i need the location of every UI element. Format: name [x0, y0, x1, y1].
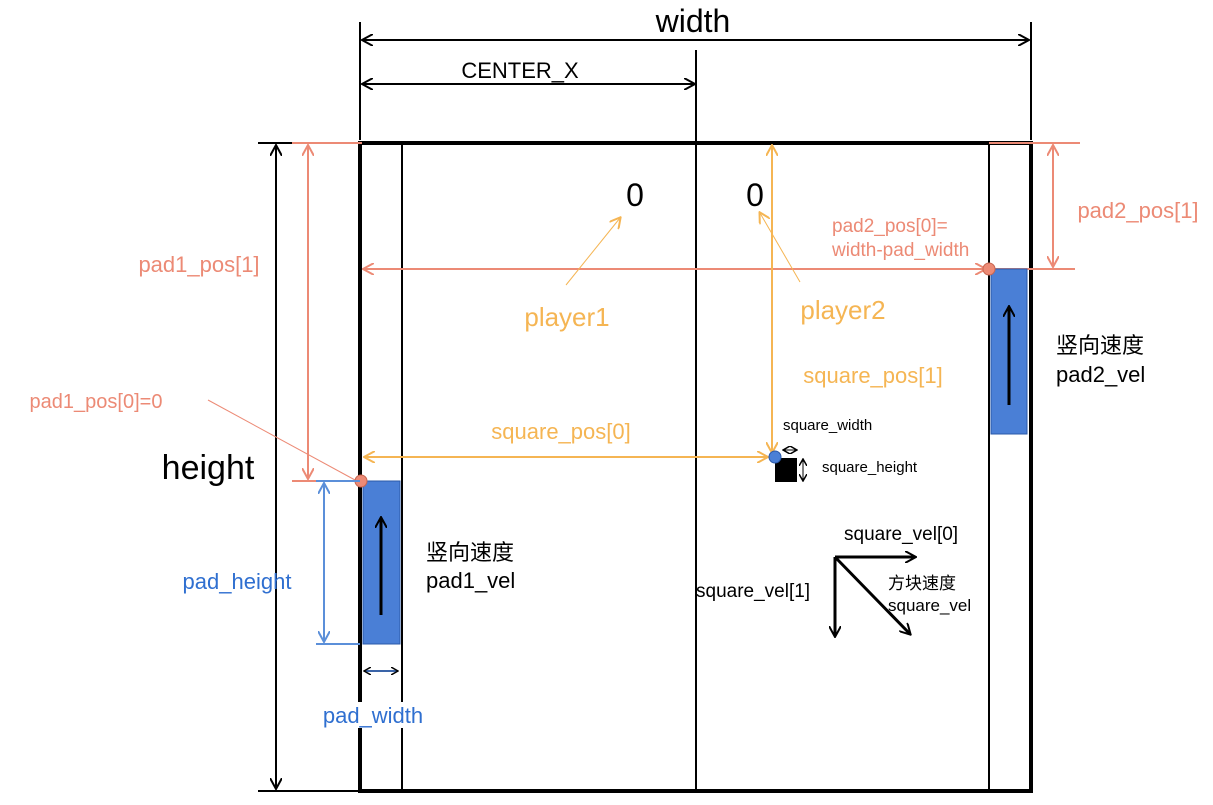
- player2-label: player2: [800, 295, 885, 325]
- height-label-bg: [155, 446, 265, 488]
- square-vel-label: square_vel: [888, 596, 971, 615]
- pad-width-label-bg: [314, 702, 432, 728]
- pad1-vel-label: pad1_vel: [426, 568, 515, 593]
- width-label: width: [655, 3, 731, 39]
- square-vel-cn-label: 方块速度: [888, 574, 956, 593]
- pad-width-label: pad_width: [323, 703, 423, 728]
- pad2-pos-0-label-line2: width-pad_width: [831, 240, 969, 261]
- square-pos-0-label: square_pos[0]: [491, 419, 630, 444]
- pad1-pos-1-label: pad1_pos[1]: [138, 252, 259, 277]
- game-field: [358, 50, 1033, 793]
- square-anchor-dot: [768, 450, 782, 464]
- pad1-pos-0-label: pad1_pos[0]=0: [30, 391, 163, 413]
- pad1-pos-0-leader: [207, 399, 356, 481]
- pad-height-label: pad_height: [183, 569, 292, 594]
- player1-score: 0: [626, 177, 644, 213]
- pad1-vertical-speed-label: 竖向速度: [426, 540, 514, 565]
- square-width-label: square_width: [783, 417, 872, 434]
- height-label: height: [162, 449, 255, 487]
- center-x-label: CENTER_X: [461, 58, 579, 83]
- paddle-1: [362, 480, 401, 645]
- player1-label: player1: [524, 302, 609, 332]
- square-height-label: square_height: [822, 459, 918, 476]
- paddle-2: [990, 268, 1028, 435]
- pad2-pos-0-label-line1: pad2_pos[0]=: [832, 216, 948, 237]
- square-vel-1-label: square_vel[1]: [696, 581, 810, 602]
- square-vel-arrow: [833, 555, 910, 634]
- pad2-anchor-dot: [982, 262, 996, 276]
- square-vel-0-label: square_vel[0]: [844, 524, 958, 545]
- pad2-pos-1-label: pad2_pos[1]: [1077, 198, 1198, 223]
- player1-leader-arrow: [565, 218, 620, 286]
- player2-leader-arrow: [760, 213, 801, 283]
- square-ball: [775, 458, 797, 482]
- square-pos-1-label: square_pos[1]: [803, 363, 942, 388]
- pad2-vel-label: pad2_vel: [1056, 362, 1145, 387]
- player2-score: 0: [746, 177, 764, 213]
- pad2-vertical-speed-label: 竖向速度: [1056, 333, 1144, 358]
- square-pos-1-label-bg: [792, 362, 954, 390]
